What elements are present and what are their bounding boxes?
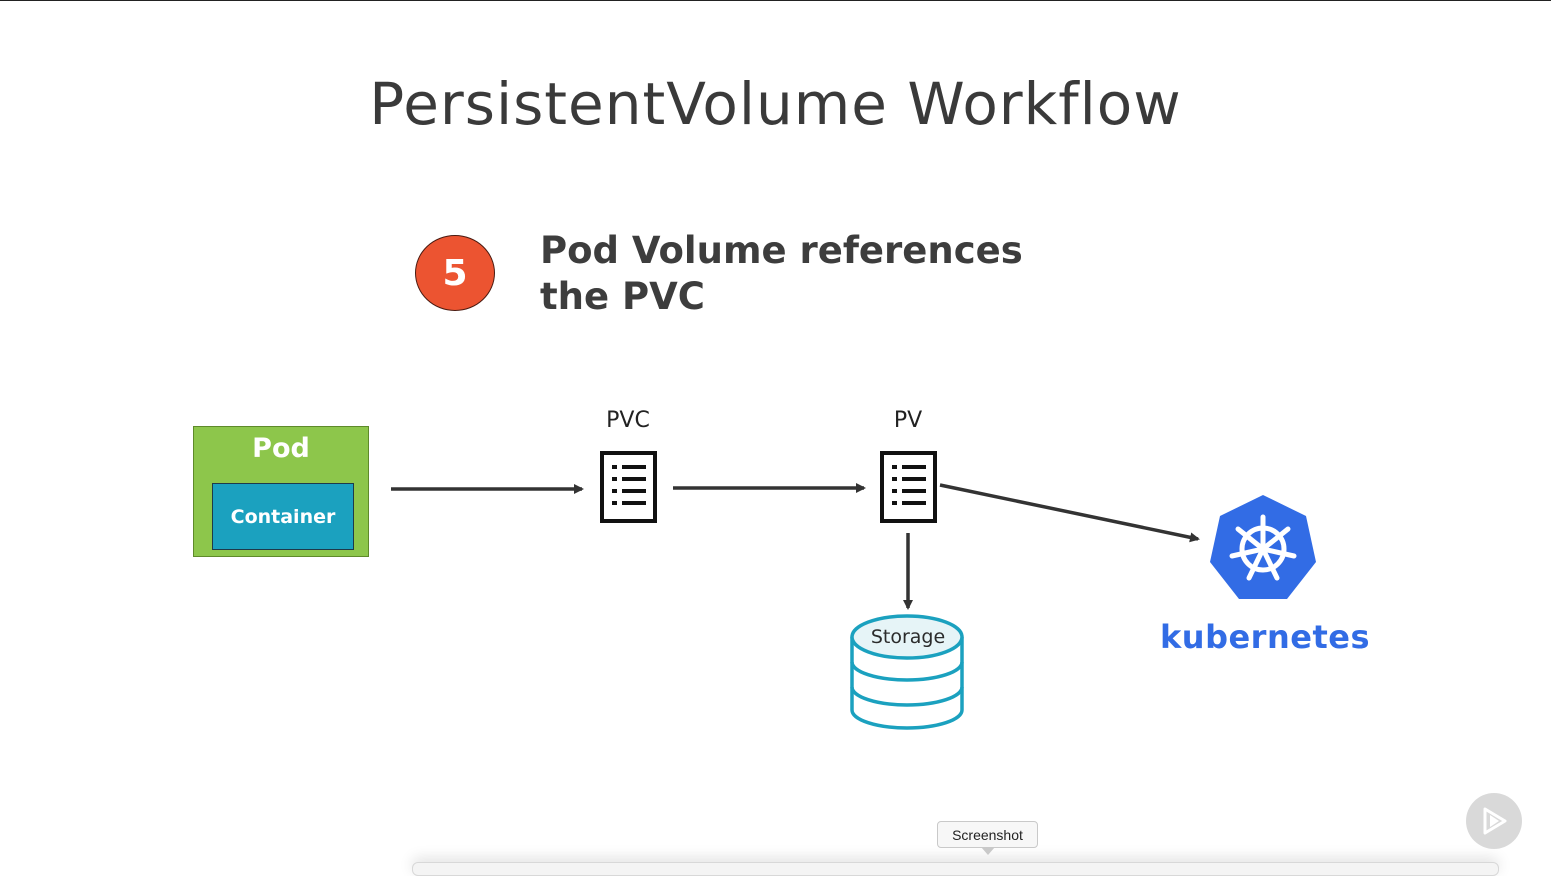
pv-label: PV: [893, 408, 923, 433]
screenshot-toolbar[interactable]: [412, 862, 1499, 876]
pod-label: Pod: [252, 433, 310, 464]
container-box: Container: [212, 483, 354, 550]
play-button[interactable]: [1466, 793, 1522, 849]
pod-box: Pod Container: [193, 426, 369, 557]
kubernetes-label: kubernetes: [1160, 618, 1370, 656]
storage-label: Storage: [870, 626, 946, 648]
screenshot-tooltip: Screenshot: [937, 821, 1038, 848]
slide-title: PersistentVolume Workflow: [369, 70, 1182, 138]
storage-database-icon: [850, 614, 964, 730]
step-number-badge: 5: [415, 235, 495, 311]
play-icon: [1483, 807, 1507, 835]
step-description: Pod Volume references the PVC: [540, 229, 1023, 318]
pv-document-icon: [880, 451, 937, 523]
arrow-pv-to-kubernetes: [939, 483, 1200, 543]
tooltip-tail: [981, 847, 995, 855]
pvc-label: PVC: [606, 408, 650, 433]
pvc-document-icon: [600, 451, 657, 523]
kubernetes-logo-icon: [1210, 495, 1316, 599]
top-rule: [0, 0, 1551, 1]
